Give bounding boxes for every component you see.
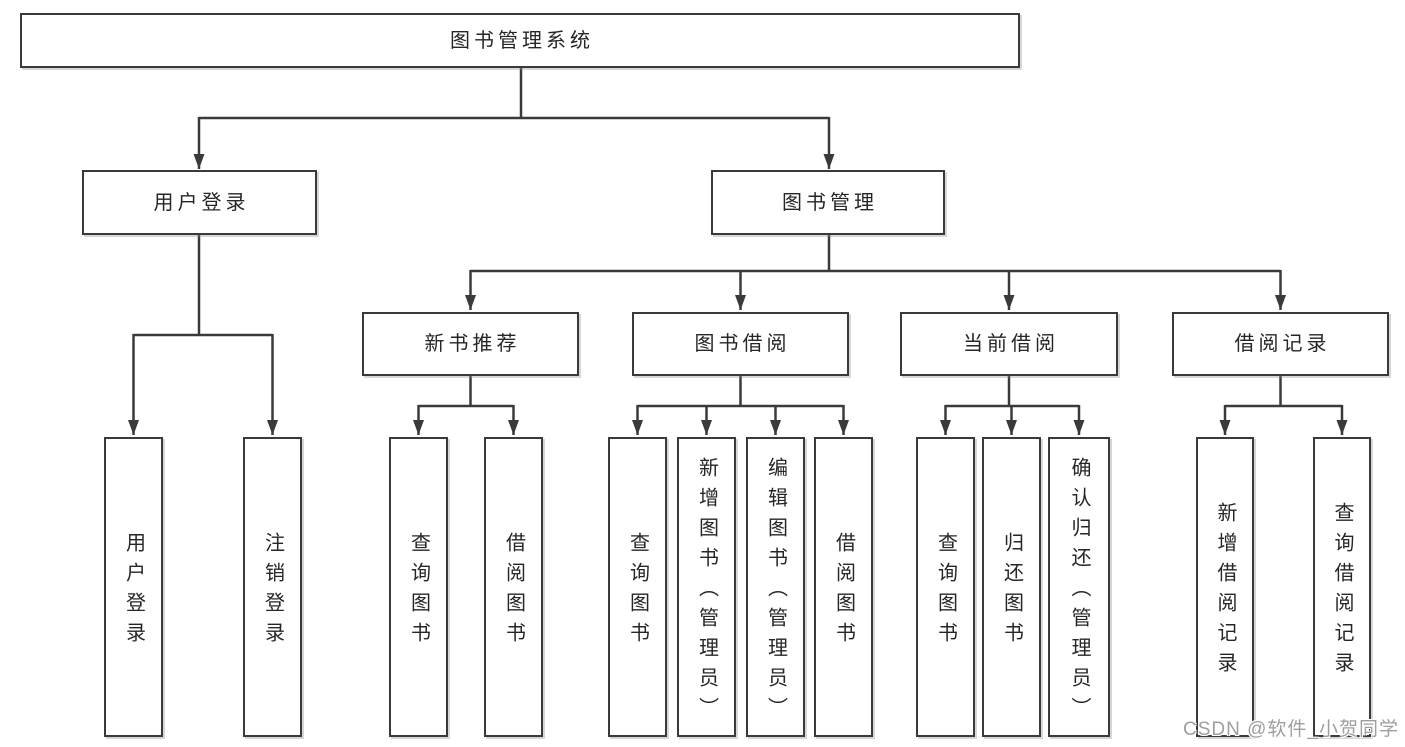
node-book-borrowing-label: 图书借阅 [694,333,791,355]
leaf-query-borrow-record-label: 查询借阅记录 [1331,502,1353,682]
connector-book-borrow-trunk [637,376,844,408]
connector-new-book-trunk [418,376,514,408]
leaf-logout-label: 注销登录 [261,532,284,652]
node-borrow-records-label: 借阅记录 [1234,333,1331,355]
leaf-add-books-admin: 新增图书（管理员） [677,437,736,737]
node-book-borrowing: 图书借阅 [632,312,849,376]
leaf-query-books-2: 查询图书 [608,437,667,737]
leaf-logout: 注销登录 [243,437,302,737]
leaf-confirm-return-admin: 确认归还（管理员） [1048,437,1110,737]
leaf-edit-books-admin-label: 编辑图书（管理员） [764,457,787,727]
node-user-login-label: 用户登录 [153,191,250,214]
leaf-confirm-return-admin-label: 确认归还（管理员） [1068,457,1090,727]
node-book-management-label: 图书管理 [782,191,878,214]
leaf-query-books-3-label: 查询图书 [934,532,957,652]
leaf-borrow-books-2-label: 借阅图书 [832,532,855,652]
connector-book-mgmt-trunk [470,235,1281,273]
leaf-add-borrow-record: 新增借阅记录 [1196,437,1254,737]
leaf-borrow-books-2: 借阅图书 [814,437,873,737]
node-book-management: 图书管理 [711,170,945,235]
node-current-borrowing: 当前借阅 [900,312,1118,376]
leaf-query-books-3: 查询图书 [916,437,975,737]
leaf-borrow-books-1: 借阅图书 [484,437,543,737]
connector-root-trunk [199,68,829,120]
node-borrow-records: 借阅记录 [1172,312,1389,376]
leaf-add-books-admin-label: 新增图书（管理员） [695,457,718,727]
leaf-user-login-label: 用户登录 [122,532,145,652]
connector-user-login-trunk [133,235,273,337]
leaf-query-borrow-record: 查询借阅记录 [1313,437,1371,737]
node-root: 图书管理系统 [20,13,1020,68]
connector-current-borrow-trunk [945,376,1079,408]
leaf-query-books-1-label: 查询图书 [407,532,430,652]
leaf-query-books-2-label: 查询图书 [626,532,649,652]
leaf-user-login: 用户登录 [104,437,163,737]
watermark: CSDN @软件_小贺同学 [1183,719,1399,740]
connector-borrow-records-trunk [1225,376,1342,408]
node-user-login: 用户登录 [82,170,317,235]
leaf-edit-books-admin: 编辑图书（管理员） [746,437,805,737]
node-new-book-recommend-label: 新书推荐 [424,333,521,355]
node-root-label: 图书管理系统 [450,29,594,52]
node-new-book-recommend: 新书推荐 [362,312,579,376]
leaf-add-borrow-record-label: 新增借阅记录 [1214,502,1236,682]
leaf-query-books-1: 查询图书 [389,437,448,737]
leaf-return-books-label: 归还图书 [1000,532,1023,652]
leaf-borrow-books-1-label: 借阅图书 [502,532,525,652]
leaf-return-books: 归还图书 [982,437,1041,737]
node-current-borrowing-label: 当前借阅 [963,333,1059,355]
